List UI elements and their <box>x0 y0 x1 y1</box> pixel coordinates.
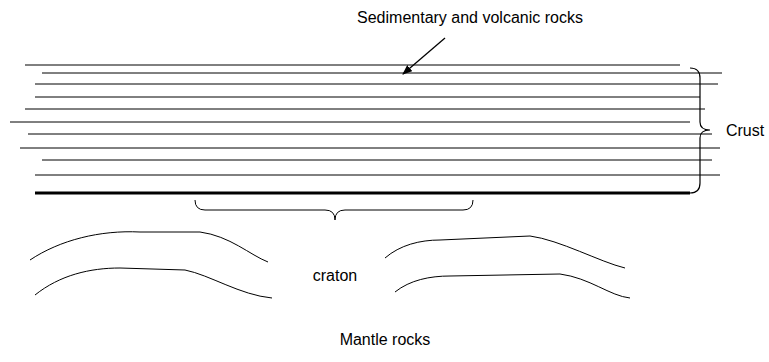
craton-brace <box>195 200 473 220</box>
pointer-label: Sedimentary and volcanic rocks <box>357 8 583 27</box>
crust-base-line <box>35 192 690 195</box>
sediment-layers <box>10 65 722 175</box>
brace-label: craton <box>313 266 357 285</box>
crust-brace <box>690 68 710 193</box>
pointer-arrow <box>403 38 445 74</box>
region-label: Mantle rocks <box>340 330 431 349</box>
mantle-curves <box>30 232 630 298</box>
brace-label: Crust <box>726 121 764 140</box>
